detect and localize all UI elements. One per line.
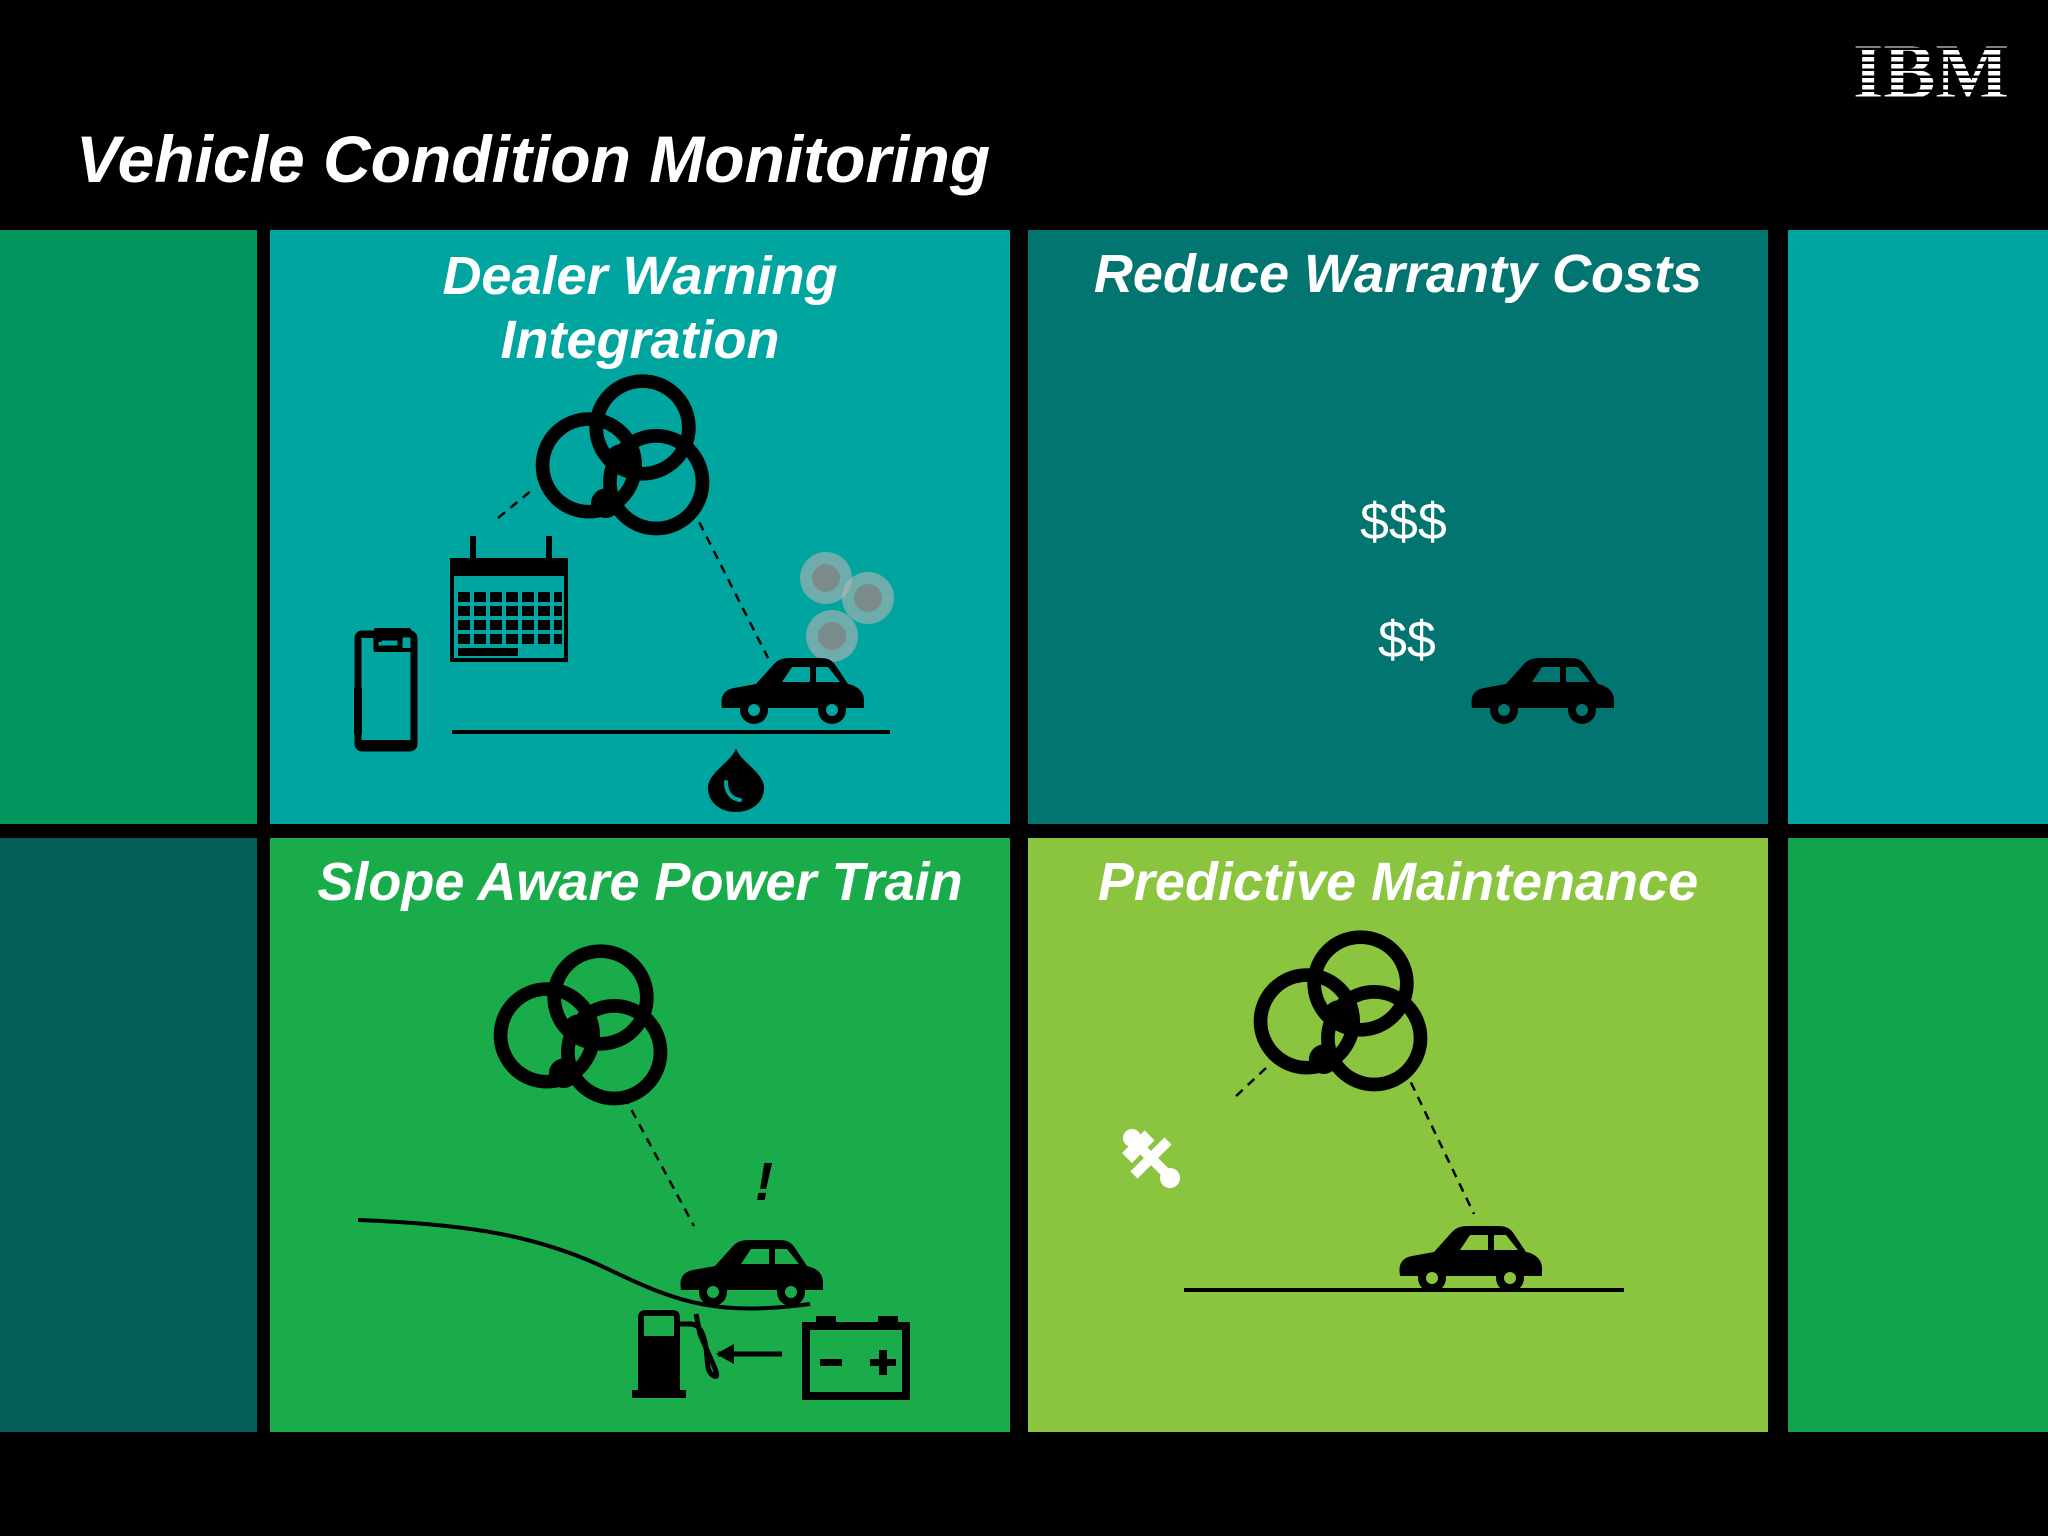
svg-text:IBM: IBM <box>1853 36 2009 106</box>
car-icon <box>1399 1226 1542 1292</box>
side-tile-top-right <box>1788 230 2048 824</box>
car-icon <box>1471 658 1614 724</box>
car-icon <box>721 658 864 724</box>
calendar-icon <box>450 536 568 662</box>
panel-slope-aware: Slope Aware Power Train ! <box>270 838 1010 1432</box>
panel-title: Dealer Warning Integration <box>442 246 838 370</box>
panel-title: Reduce Warranty Costs <box>1093 244 1703 304</box>
panel-predictive-maintenance: Predictive Maintenance <box>1028 838 1768 1432</box>
cloud-icon <box>501 951 661 1098</box>
panel-title: Slope Aware Power Train <box>317 852 963 912</box>
battery-icon <box>802 1316 910 1400</box>
oil-canister-icon <box>354 628 418 752</box>
tools-icon <box>1122 1129 1180 1188</box>
panel-reduce-warranty: Reduce Warranty Costs $$$ $$ <box>1028 230 1768 824</box>
fuel-pump-icon <box>632 1310 720 1398</box>
side-tile-top-left <box>0 230 257 824</box>
panel-dealer-warning: Dealer Warning Integration <box>270 230 1010 824</box>
side-tile-bottom-left <box>0 838 257 1432</box>
oil-drop-icon <box>708 748 764 812</box>
smoke-icon <box>800 552 894 662</box>
panel-title: Predictive Maintenance <box>1097 852 1699 912</box>
side-tile-bottom-right <box>1788 838 2048 1432</box>
alert-mark: ! <box>755 1152 773 1212</box>
cloud-icon <box>1261 937 1421 1084</box>
cost-high-label: $$$ <box>1360 493 1447 551</box>
arrow-left-icon <box>716 1344 782 1364</box>
car-icon <box>680 1240 823 1306</box>
cost-low-label: $$ <box>1378 611 1436 669</box>
slide-title: Vehicle Condition Monitoring <box>76 122 991 196</box>
cloud-icon <box>543 381 703 528</box>
ibm-logo: IBM <box>1853 36 2009 106</box>
